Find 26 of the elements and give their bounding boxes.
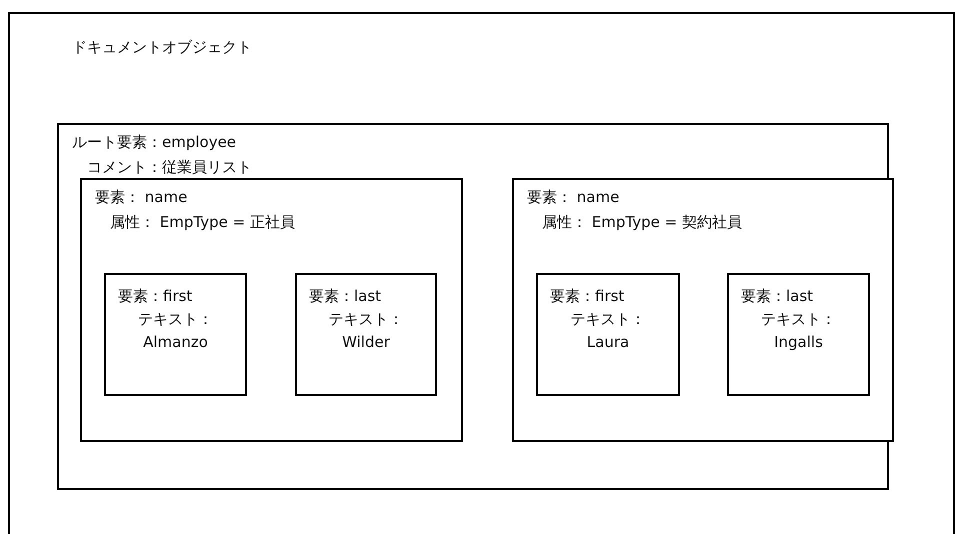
content-label: 属性： EmpType = 契約社員 [542, 213, 742, 231]
child-element-box [727, 273, 870, 396]
element-label: 要素：last [309, 287, 382, 305]
element-label: 要素：first [118, 287, 192, 305]
content-label: テキスト： [570, 310, 646, 328]
element-label: ルート要素：employee [72, 133, 236, 151]
content-label: Wilder [341, 333, 391, 351]
child-element-box [295, 273, 437, 396]
content-label: テキスト： [760, 310, 837, 328]
content-label: Ingalls [773, 333, 824, 351]
content-label: テキスト： [328, 310, 404, 328]
content-label: Laura [586, 333, 630, 351]
document-frame [8, 12, 955, 534]
element-label: 要素：first [550, 287, 624, 305]
element-label: 要素：last [741, 287, 814, 305]
element-box [512, 178, 894, 442]
element-label: 要素： name [527, 188, 620, 206]
content-label: テキスト： [137, 310, 214, 328]
content-label: 属性： EmpType = 正社員 [110, 213, 295, 231]
element-label: 要素： name [95, 188, 188, 206]
child-element-box [536, 273, 680, 396]
content-label: Almanzo [142, 333, 209, 351]
content-label: コメント：従業員リスト [87, 158, 252, 176]
element-label: ドキュメントオブジェクト [72, 38, 252, 56]
element-box [80, 178, 463, 442]
child-element-box [104, 273, 247, 396]
